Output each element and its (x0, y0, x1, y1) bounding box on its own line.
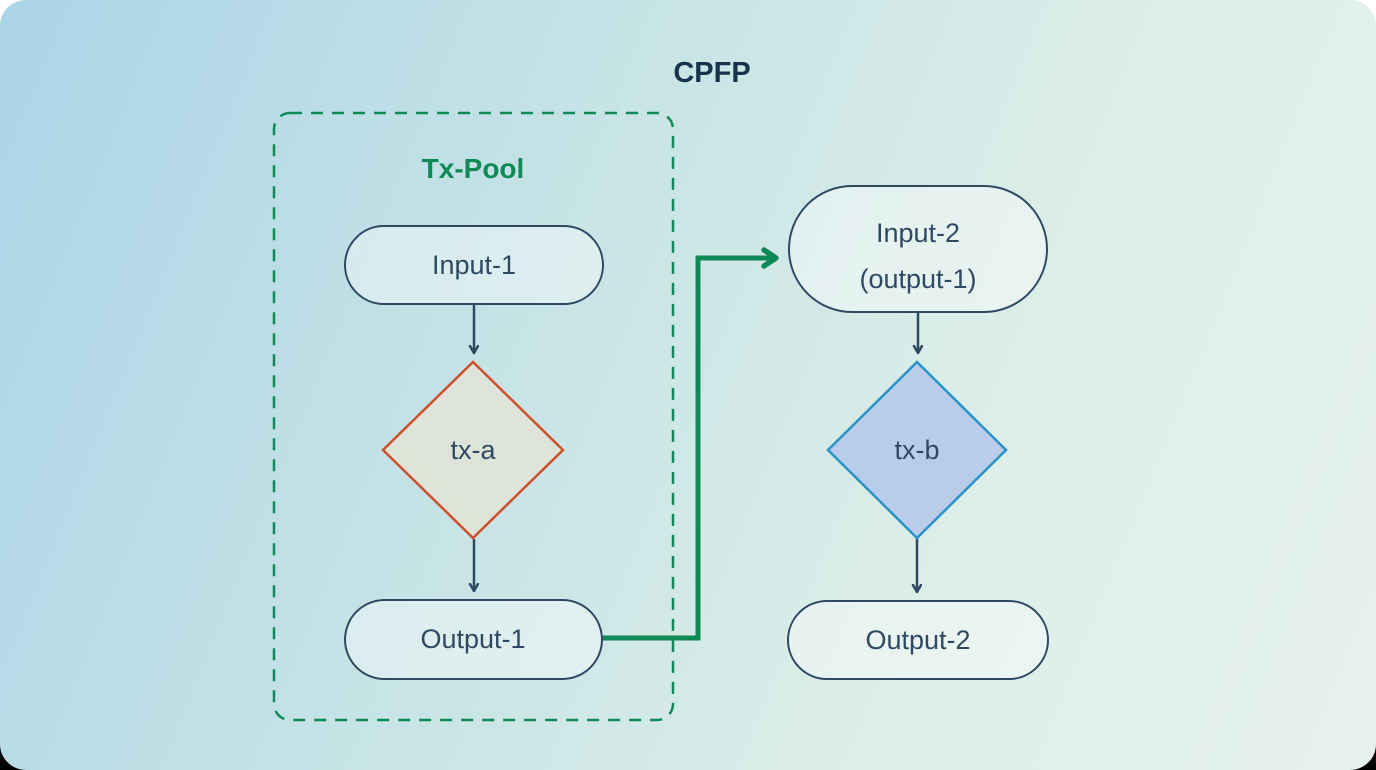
node-input1: Input-1 (344, 225, 604, 305)
node-output1-label: Output-1 (420, 624, 525, 654)
node-output2-shape (787, 600, 1049, 680)
node-output2: Output-2 (787, 600, 1049, 680)
tx-pool-label: Tx-Pool (422, 153, 525, 184)
tx-pool-container (272, 111, 675, 722)
node-txb-label: tx-b (894, 435, 939, 465)
node-txa: tx-a (381, 360, 565, 540)
node-txa-shape (381, 360, 565, 540)
node-output1-shape (344, 599, 603, 680)
diagram-title: CPFP (673, 57, 750, 89)
node-txb-shape (826, 360, 1008, 540)
node-input1-shape (344, 225, 604, 305)
node-txa-label: tx-a (450, 435, 496, 465)
edge-output1-to-input2 (603, 247, 779, 641)
node-input2-label-line1: Input-2 (876, 218, 960, 248)
node-input2-label-line2: (output-1) (859, 264, 976, 294)
node-txb: tx-b (826, 360, 1008, 540)
node-input1-label: Input-1 (432, 250, 516, 280)
node-input2: Input-2 (output-1) (788, 185, 1048, 313)
node-output2-label: Output-2 (865, 625, 970, 655)
node-output1: Output-1 (344, 599, 603, 680)
node-input2-shape (788, 185, 1048, 313)
